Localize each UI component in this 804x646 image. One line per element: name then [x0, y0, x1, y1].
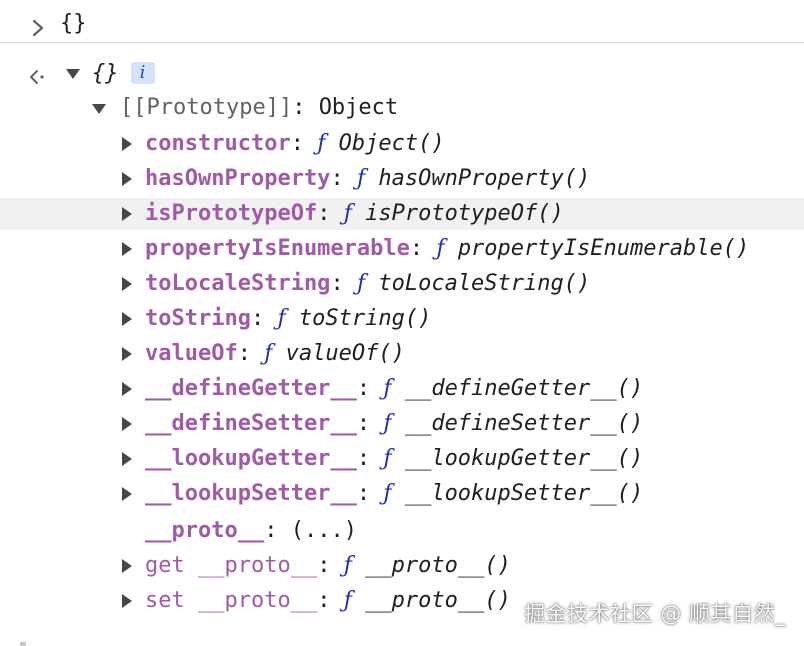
result-summary: {}: [92, 61, 119, 86]
chevron-right-icon: [28, 14, 48, 37]
property-key: __defineGetter__: [145, 376, 357, 401]
function-glyph: ƒ: [383, 446, 392, 471]
triangle-down-icon[interactable]: [90, 100, 108, 118]
property-key: valueOf: [145, 341, 238, 366]
function-name: __proto__(): [365, 553, 511, 578]
watermark: 掘金技术社区 @ 顺其自然_: [524, 602, 786, 626]
property-key: propertyIsEnumerable: [145, 236, 410, 261]
property-row[interactable]: isPrototypeOf: ƒ isPrototypeOf(): [0, 198, 804, 230]
function-glyph: ƒ: [383, 376, 392, 401]
property-value[interactable]: (...): [290, 518, 357, 543]
accessor-prefix: get: [145, 553, 185, 578]
accessor-row[interactable]: get __proto__: ƒ __proto__(): [0, 550, 804, 582]
function-name: __defineSetter__(): [404, 411, 644, 436]
property-key: __defineSetter__: [145, 411, 357, 436]
property-row[interactable]: hasOwnProperty: ƒ hasOwnProperty(): [0, 163, 804, 195]
triangle-down-icon[interactable]: [64, 65, 82, 83]
info-badge[interactable]: i: [130, 62, 155, 84]
property-key: toString: [145, 306, 251, 331]
property-row[interactable]: __lookupSetter__: ƒ __lookupSetter__(): [0, 478, 804, 510]
divider: [20, 642, 26, 646]
triangle-right-icon[interactable]: [118, 275, 136, 293]
function-glyph: ƒ: [383, 411, 392, 436]
proto-accessor-row[interactable]: __proto__: (...): [145, 518, 357, 543]
property-row[interactable]: __lookupGetter__: ƒ __lookupGetter__(): [0, 443, 804, 475]
property-row[interactable]: constructor: ƒ Object(): [0, 128, 804, 160]
function-glyph: ƒ: [356, 271, 366, 296]
function-name: __lookupGetter__(): [404, 446, 644, 471]
function-name: toLocaleString(): [378, 271, 591, 296]
property-key: constructor: [145, 131, 291, 156]
property-row[interactable]: valueOf: ƒ valueOf(): [0, 338, 804, 370]
function-name: hasOwnProperty(): [378, 166, 591, 191]
function-glyph: ƒ: [343, 588, 352, 613]
function-name: toString(): [298, 306, 432, 331]
property-key: hasOwnProperty: [145, 166, 331, 191]
prototype-colon: :: [292, 95, 306, 120]
console-input-row[interactable]: {}: [0, 6, 804, 43]
triangle-right-icon[interactable]: [118, 170, 136, 188]
triangle-right-icon[interactable]: [118, 380, 136, 398]
function-glyph: ƒ: [277, 306, 286, 331]
accessor-prefix: set: [145, 588, 185, 613]
function-name: propertyIsEnumerable(): [457, 236, 750, 261]
property-key: __lookupSetter__: [145, 481, 357, 506]
function-name: Object(): [338, 131, 445, 156]
prototype-label: [[Prototype]]: [120, 95, 293, 120]
property-row[interactable]: propertyIsEnumerable: ƒ propertyIsEnumer…: [0, 233, 804, 265]
triangle-right-icon[interactable]: [118, 485, 136, 503]
function-name: __lookupSetter__(): [404, 481, 644, 506]
property-key: __lookupGetter__: [145, 446, 357, 471]
property-row[interactable]: __defineGetter__: ƒ __defineGetter__(): [0, 373, 804, 405]
function-glyph: ƒ: [383, 481, 392, 506]
property-key: toLocaleString: [145, 271, 331, 296]
prototype-value: Object: [318, 95, 399, 120]
function-glyph: ƒ: [343, 201, 352, 226]
function-glyph: ƒ: [264, 341, 273, 366]
function-glyph: ƒ: [317, 131, 326, 156]
function-name: isPrototypeOf(): [365, 201, 564, 226]
property-key: __proto__: [145, 518, 265, 543]
console-input-expression: {}: [60, 11, 87, 36]
triangle-right-icon[interactable]: [118, 450, 136, 468]
function-glyph: ƒ: [436, 236, 445, 261]
function-name: __proto__(): [365, 588, 511, 613]
triangle-right-icon[interactable]: [118, 415, 136, 433]
result-arrow-icon: [26, 65, 46, 85]
function-name: valueOf(): [285, 341, 405, 366]
function-name: __defineGetter__(): [404, 376, 644, 401]
triangle-right-icon[interactable]: [118, 205, 136, 223]
triangle-right-icon[interactable]: [118, 310, 136, 328]
triangle-right-icon[interactable]: [118, 557, 136, 575]
property-row[interactable]: toLocaleString: ƒ toLocaleString(): [0, 268, 804, 300]
property-row[interactable]: __defineSetter__: ƒ __defineSetter__(): [0, 408, 804, 440]
property-key: isPrototypeOf: [145, 201, 318, 226]
prototype-row[interactable]: [[Prototype]]: Object: [0, 92, 804, 124]
accessor-key: __proto__: [198, 553, 318, 578]
triangle-right-icon[interactable]: [118, 135, 136, 153]
property-row[interactable]: toString: ƒ toString(): [0, 303, 804, 335]
console-result-row[interactable]: {} i: [0, 58, 804, 90]
accessor-row[interactable]: set __proto__: ƒ __proto__(): [0, 585, 804, 617]
function-glyph: ƒ: [356, 166, 366, 191]
function-glyph: ƒ: [343, 553, 352, 578]
triangle-right-icon[interactable]: [118, 345, 136, 363]
triangle-right-icon[interactable]: [118, 240, 136, 258]
accessor-key: __proto__: [198, 588, 318, 613]
triangle-right-icon[interactable]: [118, 592, 136, 610]
